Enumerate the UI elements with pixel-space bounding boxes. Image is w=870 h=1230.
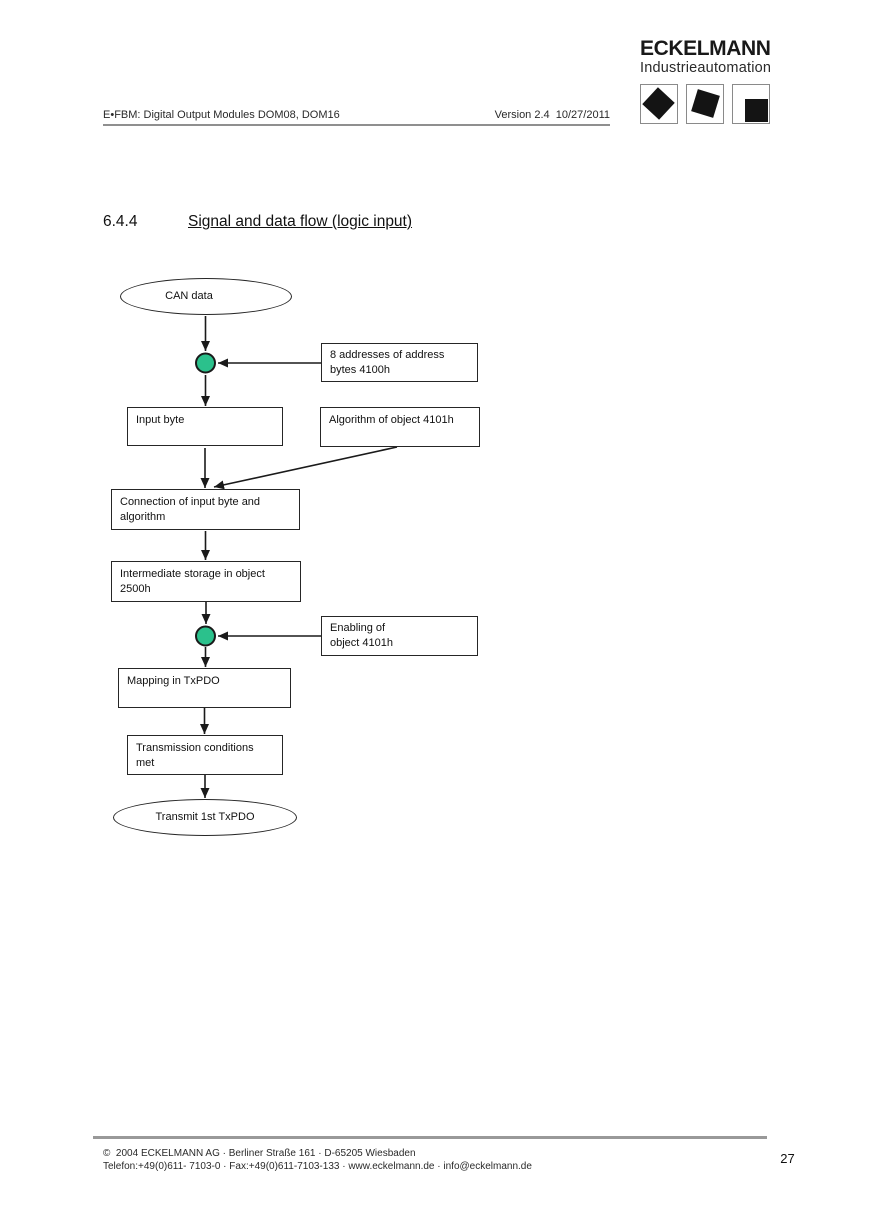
header-rule: [103, 124, 610, 126]
flow-node-input-byte: Input byte: [127, 407, 283, 446]
section-heading: 6.4.4 Signal and data flow (logic input): [103, 213, 412, 231]
header-doc-title: E•FBM: Digital Output Modules DOM08, DOM…: [103, 109, 340, 121]
flow-node-addresses-line2: bytes 4100h: [330, 364, 390, 376]
section-title: Signal and data flow (logic input): [188, 213, 413, 230]
flow-node-can-data: CAN data: [120, 278, 292, 315]
logo-square-tilted-icon: [686, 84, 724, 124]
section-number: 6.4.4: [103, 213, 138, 230]
logo-brand-text: ECKELMANN: [640, 37, 771, 60]
logo-squares: [640, 84, 770, 124]
junction-node-2: [195, 625, 216, 647]
flow-node-enabling-line1: Enabling of: [330, 622, 386, 634]
flow-node-algorithm: Algorithm of object 4101h: [320, 407, 480, 447]
flow-node-can-data-label: CAN data: [165, 290, 213, 302]
logo-square-diamond-icon: [640, 84, 678, 124]
flow-node-storage-line2: 2500h: [120, 583, 151, 595]
logo-square-corner-icon: [732, 84, 770, 124]
flow-node-connection: Connection of input byte and algorithm: [111, 489, 300, 530]
flow-node-connection-line1: Connection of input byte and: [120, 496, 261, 508]
flow-node-transmit: Transmit 1st TxPDO: [113, 799, 297, 836]
flow-node-storage: Intermediate storage in object 2500h: [111, 561, 301, 602]
flow-node-transmit-label: Transmit 1st TxPDO: [155, 811, 255, 823]
flow-node-storage-line1: Intermediate storage in object: [120, 568, 265, 580]
flow-node-enabling-line2: object 4101h: [330, 637, 393, 649]
flow-node-conditions: Transmission conditions met: [127, 735, 283, 775]
flow-node-conditions-line2: met: [136, 757, 155, 769]
flow-node-mapping: Mapping in TxPDO: [118, 668, 291, 708]
flow-node-addresses-line1: 8 addresses of address: [330, 349, 445, 361]
footer-address: © 2004 ECKELMANN AG · Berliner Straße 16…: [103, 1148, 416, 1159]
flow-node-algorithm-label: Algorithm of object 4101h: [329, 414, 454, 426]
flow-node-input-byte-label: Input byte: [136, 414, 185, 426]
arrow-algorithm-to-connection: [213, 446, 398, 490]
flow-node-conditions-line1: Transmission conditions: [136, 742, 254, 754]
junction-node-1: [195, 352, 216, 374]
page-number: 27: [780, 1151, 795, 1166]
footer-rule: [93, 1136, 767, 1139]
flow-node-addresses: 8 addresses of address bytes 4100h: [321, 343, 478, 382]
flow-node-mapping-label: Mapping in TxPDO: [127, 675, 220, 687]
logo-subtitle-text: Industrieautomation: [640, 60, 772, 76]
header-version: Version 2.4 10/27/2011: [494, 109, 610, 121]
flow-node-connection-line2: algorithm: [120, 511, 166, 523]
footer-contact: Telefon:+49(0)611- 7103-0 · Fax:+49(0)61…: [103, 1161, 532, 1172]
flow-node-enabling: Enabling of object 4101h: [321, 616, 478, 656]
